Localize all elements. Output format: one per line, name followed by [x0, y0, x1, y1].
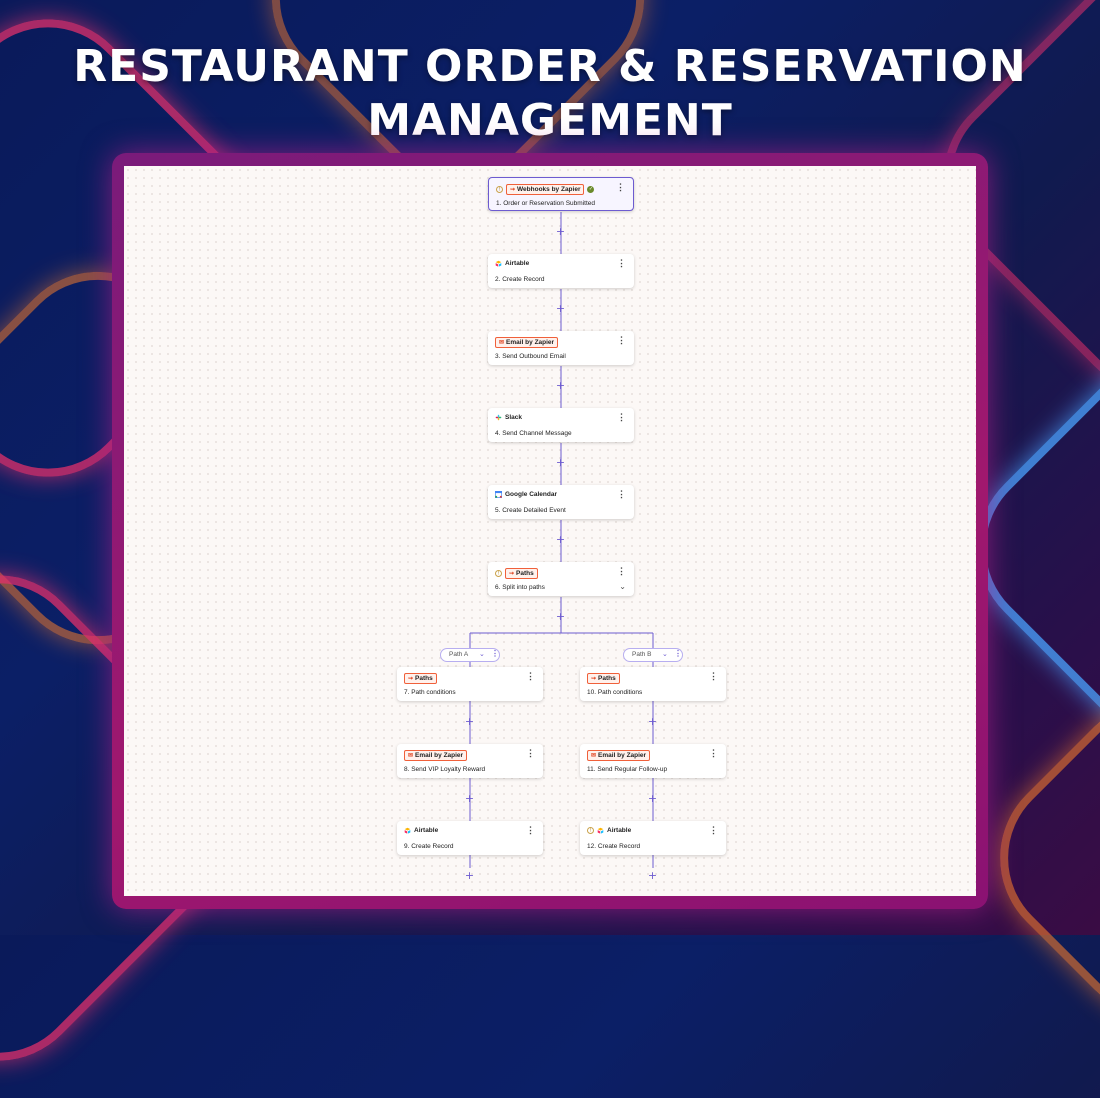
add-step-button[interactable]: +: [555, 379, 566, 392]
slack-icon: [495, 414, 502, 421]
step-label: 4. Send Channel Message: [495, 430, 572, 437]
workflow-canvas[interactable]: + + + + + + + + + + + + ! ⇝ Webhooks by …: [124, 166, 976, 896]
page-title-line-2: MANAGEMENT: [367, 95, 733, 146]
path-name: Path A: [449, 651, 469, 658]
app-name: Paths: [516, 570, 534, 577]
warning-icon: !: [496, 186, 503, 193]
step-1-card[interactable]: ! ⇝ Webhooks by Zapier ✓ 1. Order or Res…: [488, 177, 634, 211]
more-menu-icon[interactable]: ⋮: [617, 489, 626, 499]
paths-icon: ⇝: [408, 676, 414, 682]
email-icon: ✉: [499, 340, 505, 346]
chevron-down-icon[interactable]: ⌄: [619, 582, 626, 591]
app-name: Email by Zapier: [598, 752, 647, 759]
app-badge: ⇝ Paths: [505, 568, 538, 579]
more-menu-icon[interactable]: ⋮: [491, 649, 499, 658]
step-6-card[interactable]: ! ⇝ Paths 6. Split into paths ⋮ ⌄: [488, 562, 634, 596]
more-menu-icon[interactable]: ⋮: [526, 825, 535, 835]
add-step-button[interactable]: +: [464, 715, 475, 728]
step-11-card[interactable]: ✉ Email by Zapier 11. Send Regular Follo…: [580, 744, 726, 778]
google-calendar-icon: [495, 491, 502, 498]
more-menu-icon[interactable]: ⋮: [709, 748, 718, 758]
app-badge: ⇝ Paths: [587, 673, 620, 684]
warning-icon: !: [587, 827, 594, 834]
app-name: Email by Zapier: [506, 339, 555, 346]
add-step-button[interactable]: +: [464, 792, 475, 805]
page-title-line-1: RESTAURANT ORDER & RESERVATION: [73, 41, 1027, 92]
check-icon: ✓: [587, 186, 595, 193]
add-step-button[interactable]: +: [555, 533, 566, 546]
add-step-button[interactable]: +: [555, 225, 566, 238]
more-menu-icon[interactable]: ⋮: [617, 412, 626, 422]
add-step-button[interactable]: +: [647, 715, 658, 728]
step-label: 8. Send VIP Loyalty Reward: [404, 766, 486, 773]
chevron-down-icon[interactable]: ⌄: [479, 651, 485, 658]
app-name: Slack: [505, 414, 522, 421]
add-step-button[interactable]: +: [555, 610, 566, 623]
email-icon: ✉: [591, 753, 597, 759]
app-badge: ⇝ Paths: [404, 673, 437, 684]
app-name: Paths: [415, 675, 433, 682]
more-menu-icon[interactable]: ⋮: [617, 258, 626, 268]
step-12-card[interactable]: ! Airtable 12. Create Record ⋮: [580, 821, 726, 855]
chevron-down-icon[interactable]: ⌄: [662, 651, 668, 658]
connector-lines: [469, 212, 654, 868]
step-label: 11. Send Regular Follow-up: [587, 766, 668, 773]
more-menu-icon[interactable]: ⋮: [709, 825, 718, 835]
step-10-card[interactable]: ⇝ Paths 10. Path conditions ⋮: [580, 667, 726, 701]
path-b-pill[interactable]: Path B ⌄ ⋮: [623, 648, 683, 662]
airtable-icon: [597, 827, 604, 834]
path-name: Path B: [632, 651, 652, 658]
app-name: Airtable: [505, 260, 530, 267]
add-step-button[interactable]: +: [464, 869, 475, 882]
app-badge: ✉ Email by Zapier: [404, 750, 468, 761]
step-label: 3. Send Outbound Email: [495, 353, 566, 360]
airtable-icon: [495, 260, 502, 267]
email-icon: ✉: [408, 753, 414, 759]
page-title: RESTAURANT ORDER & RESERVATION MANAGEMEN…: [0, 40, 1100, 148]
app-name: Airtable: [414, 827, 439, 834]
more-menu-icon[interactable]: ⋮: [617, 335, 626, 345]
step-label: 2. Create Record: [495, 276, 545, 283]
app-name: Email by Zapier: [415, 752, 464, 759]
step-8-card[interactable]: ✉ Email by Zapier 8. Send VIP Loyalty Re…: [397, 744, 543, 778]
app-name: Webhooks by Zapier: [517, 186, 581, 193]
step-7-card[interactable]: ⇝ Paths 7. Path conditions ⋮: [397, 667, 543, 701]
app-badge: ✉ Email by Zapier: [495, 337, 559, 348]
app-badge: ✉ Email by Zapier: [587, 750, 651, 761]
add-step-button[interactable]: +: [647, 869, 658, 882]
step-label: 10. Path conditions: [587, 689, 643, 696]
step-label: 1. Order or Reservation Submitted: [496, 200, 595, 207]
step-label: 5. Create Detailed Event: [495, 507, 566, 514]
add-step-button[interactable]: +: [555, 456, 566, 469]
step-label: 12. Create Record: [587, 843, 641, 850]
app-name: Google Calendar: [505, 491, 558, 498]
more-menu-icon[interactable]: ⋮: [526, 748, 535, 758]
app-name: Airtable: [607, 827, 632, 834]
more-menu-icon[interactable]: ⋮: [674, 649, 682, 658]
webhook-icon: ⇝: [510, 187, 516, 193]
more-menu-icon[interactable]: ⋮: [709, 671, 718, 681]
more-menu-icon[interactable]: ⋮: [526, 671, 535, 681]
add-step-button[interactable]: +: [647, 792, 658, 805]
step-label: 7. Path conditions: [404, 689, 456, 696]
step-4-card[interactable]: Slack 4. Send Channel Message ⋮: [488, 408, 634, 442]
path-a-pill[interactable]: Path A ⌄ ⋮: [440, 648, 500, 662]
warning-icon: !: [495, 570, 502, 577]
paths-icon: ⇝: [509, 571, 515, 577]
step-label: 6. Split into paths: [495, 584, 545, 591]
more-menu-icon[interactable]: ⋮: [617, 566, 626, 576]
add-step-button[interactable]: +: [555, 302, 566, 315]
step-2-card[interactable]: Airtable 2. Create Record ⋮: [488, 254, 634, 288]
step-9-card[interactable]: Airtable 9. Create Record ⋮: [397, 821, 543, 855]
step-3-card[interactable]: ✉ Email by Zapier 3. Send Outbound Email…: [488, 331, 634, 365]
app-name: Paths: [598, 675, 616, 682]
step-label: 9. Create Record: [404, 843, 454, 850]
paths-icon: ⇝: [591, 676, 597, 682]
step-5-card[interactable]: Google Calendar 5. Create Detailed Event…: [488, 485, 634, 519]
airtable-icon: [404, 827, 411, 834]
more-menu-icon[interactable]: ⋮: [616, 182, 625, 192]
app-badge: ⇝ Webhooks by Zapier: [506, 184, 585, 195]
